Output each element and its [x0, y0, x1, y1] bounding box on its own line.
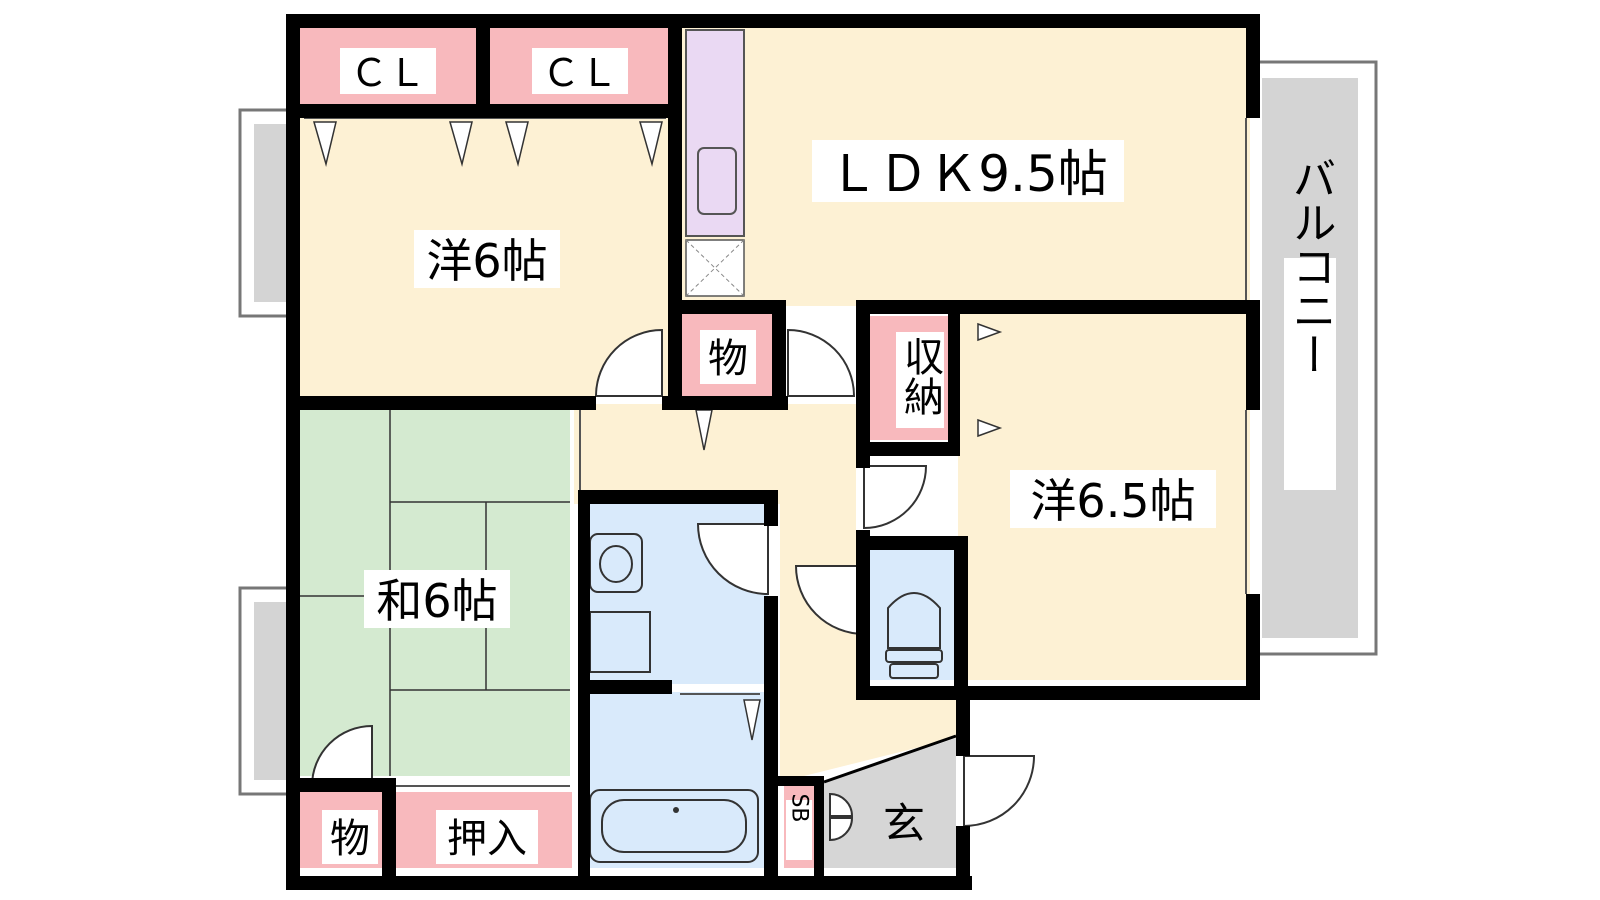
closet-right-label: ＣＬ [542, 51, 618, 95]
entrance-floor [820, 738, 956, 868]
western-room-2-label: 洋6.5帖 [1030, 474, 1195, 528]
kitchen-sink [697, 147, 737, 215]
walls [286, 14, 1260, 890]
western-room-1-label: 洋6帖 [426, 234, 547, 288]
entrance-step-line [823, 734, 957, 784]
refrigerator-space [685, 239, 745, 297]
closet-door-marks [313, 121, 1003, 741]
door-swings [310, 328, 1036, 842]
entrance-label: 玄 [883, 799, 925, 848]
storage-bottom-label: 物 [330, 816, 370, 862]
wash-basin [589, 533, 643, 593]
ldk-label: ＬＤＫ9.5帖 [828, 145, 1108, 203]
japanese-room-label: 和6帖 [376, 574, 497, 628]
storage-center-label: 物 [708, 336, 748, 382]
toilet-fixture [885, 592, 943, 679]
shuno-label: 収納 [897, 336, 943, 416]
balcony-label: バルコニー [1285, 156, 1336, 376]
shoebox-label: SB [787, 793, 812, 822]
oshiire-label: 押入 [447, 816, 527, 862]
washing-machine-space [589, 611, 651, 673]
closet-left-label: ＣＬ [350, 51, 426, 95]
